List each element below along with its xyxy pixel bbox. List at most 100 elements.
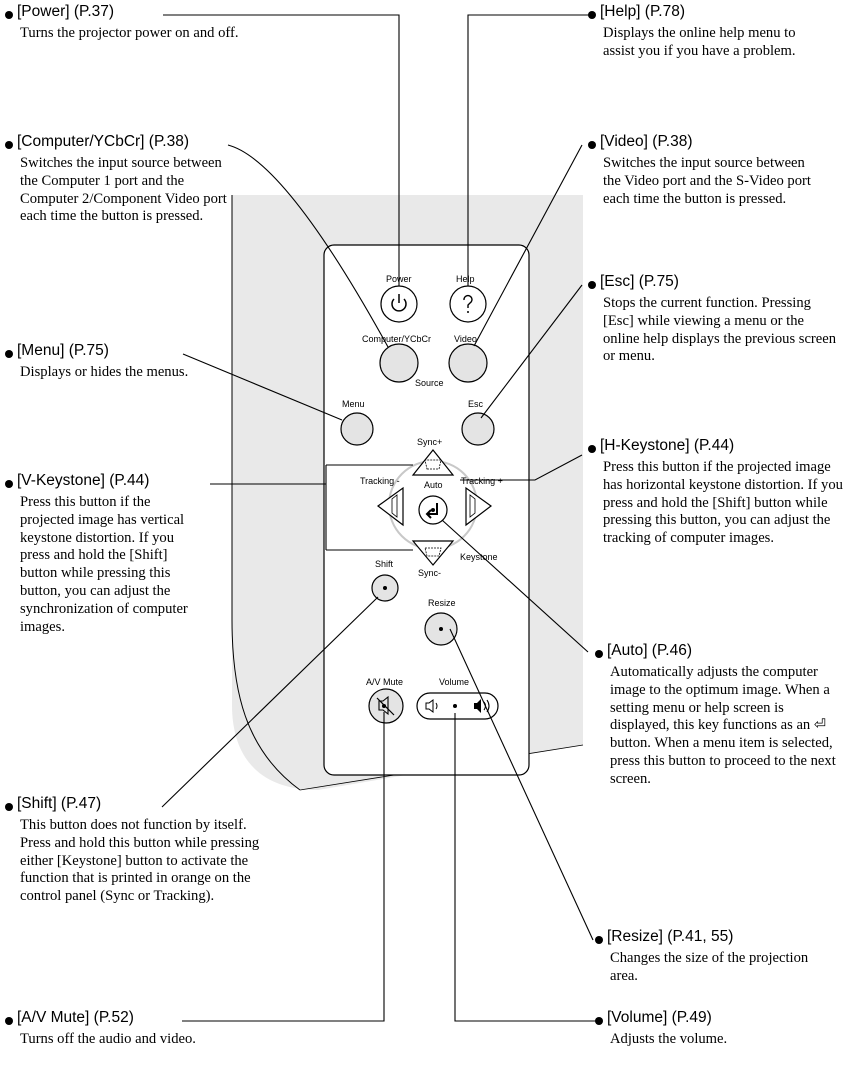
callout-video-title: [Video] (P.38) bbox=[600, 133, 693, 150]
bullet-dot bbox=[588, 281, 596, 289]
label-video: Video bbox=[454, 334, 477, 344]
callout-esc-desc: Stops the current function. Pressing [Es… bbox=[603, 295, 837, 365]
volume-down-icon bbox=[425, 699, 438, 713]
bullet-dot bbox=[5, 350, 13, 358]
callout-shift-desc: This button does not function by itself.… bbox=[20, 817, 260, 905]
callout-auto: [Auto] (P.46) Automatically adjusts the … bbox=[593, 642, 848, 789]
menu-button[interactable] bbox=[340, 412, 374, 446]
callout-resize-desc: Changes the size of the projection area. bbox=[610, 950, 809, 984]
callout-esc: [Esc] (P.75) Stops the current function.… bbox=[586, 273, 841, 366]
label-tracking-minus: Tracking - bbox=[360, 476, 400, 486]
bullet-dot bbox=[5, 803, 13, 811]
callout-power-desc: Turns the projector power on and off. bbox=[20, 25, 239, 41]
callout-help-desc: Displays the online help menu to assist … bbox=[603, 25, 796, 59]
label-esc: Esc bbox=[468, 399, 484, 409]
callout-avmute-desc: Turns off the audio and video. bbox=[20, 1031, 196, 1047]
leader-vkeystone-bracket bbox=[325, 464, 413, 551]
callout-computer-desc: Switches the input source between the Co… bbox=[20, 155, 227, 225]
label-keystone: Keystone bbox=[460, 552, 498, 562]
callout-av-mute: [A/V Mute] (P.52) Turns off the audio an… bbox=[3, 1009, 263, 1049]
bullet-dot bbox=[588, 141, 596, 149]
power-icon bbox=[391, 294, 407, 312]
callout-auto-title: [Auto] (P.46) bbox=[607, 642, 693, 659]
leader-esc bbox=[480, 284, 583, 419]
callout-computer-title: [Computer/YCbCr] (P.38) bbox=[17, 133, 189, 150]
label-tracking-plus: Tracking + bbox=[461, 476, 503, 486]
label-menu: Menu bbox=[342, 399, 365, 409]
leader-avmute bbox=[182, 712, 385, 1022]
callout-menu: [Menu] (P.75) Displays or hides the menu… bbox=[3, 342, 203, 382]
leader-menu bbox=[182, 353, 343, 421]
computer-ycbcr-button[interactable] bbox=[379, 343, 419, 383]
callout-hkey-title: [H-Keystone] (P.44) bbox=[600, 437, 735, 454]
label-av-mute: A/V Mute bbox=[366, 677, 404, 687]
callout-menu-title: [Menu] (P.75) bbox=[17, 342, 109, 359]
callout-video-desc: Switches the input source between the Vi… bbox=[603, 155, 811, 207]
bullet-dot bbox=[588, 11, 596, 19]
leader-auto bbox=[441, 519, 589, 653]
video-button[interactable] bbox=[448, 343, 488, 383]
callout-help: [Help] (P.78) Displays the online help m… bbox=[586, 3, 836, 61]
callout-vkey-desc: Press this button if the projected image… bbox=[20, 494, 188, 635]
callout-hkey-desc: Press this button if the projected image… bbox=[603, 459, 843, 547]
callout-auto-desc: Automatically adjusts the computer image… bbox=[610, 664, 836, 787]
bullet-dot bbox=[5, 480, 13, 488]
callout-volume-desc: Adjusts the volume. bbox=[610, 1031, 728, 1047]
bullet-dot bbox=[5, 11, 13, 19]
keystone-down-button[interactable] bbox=[411, 540, 455, 566]
leader-volume bbox=[454, 713, 599, 1022]
leader-resize bbox=[449, 628, 594, 941]
callout-volume-title: [Volume] (P.49) bbox=[607, 1009, 712, 1026]
keystone-up-button[interactable] bbox=[411, 449, 455, 476]
callout-esc-title: [Esc] (P.75) bbox=[600, 273, 679, 290]
callout-vkey-title: [V-Keystone] (P.44) bbox=[17, 472, 150, 489]
keystone-down-icon bbox=[424, 547, 442, 557]
label-resize: Resize bbox=[428, 598, 456, 608]
bullet-dot bbox=[595, 1017, 603, 1025]
volume-rocker[interactable] bbox=[416, 692, 499, 720]
keystone-right-icon bbox=[469, 494, 476, 518]
leader-help bbox=[467, 14, 594, 286]
callout-help-title: [Help] (P.78) bbox=[600, 3, 686, 20]
callout-shift: [Shift] (P.47) This button does not func… bbox=[3, 795, 263, 906]
callout-v-keystone: [V-Keystone] (P.44) Press this button if… bbox=[3, 472, 203, 636]
leader-computer bbox=[227, 144, 389, 348]
callout-computer-ycbcr: [Computer/YCbCr] (P.38) Switches the inp… bbox=[3, 133, 228, 226]
power-button[interactable] bbox=[380, 285, 418, 323]
callout-h-keystone: [H-Keystone] (P.44) Press this button if… bbox=[586, 437, 848, 548]
leader-power bbox=[163, 14, 400, 286]
bullet-dot bbox=[595, 936, 603, 944]
callout-video: [Video] (P.38) Switches the input source… bbox=[586, 133, 836, 208]
esc-button[interactable] bbox=[461, 412, 495, 446]
bullet-dot bbox=[5, 141, 13, 149]
label-volume: Volume bbox=[439, 677, 470, 687]
callout-menu-desc: Displays or hides the menus. bbox=[20, 364, 189, 380]
label-sync-minus: Sync- bbox=[418, 568, 442, 578]
label-sync-plus: Sync+ bbox=[417, 437, 443, 447]
callout-resize-title: [Resize] (P.41, 55) bbox=[607, 928, 734, 945]
callout-power-title: [Power] (P.37) bbox=[17, 3, 115, 20]
bullet-dot bbox=[595, 650, 603, 658]
label-power: Power bbox=[386, 274, 412, 284]
keystone-left-icon bbox=[391, 494, 398, 518]
bullet-dot bbox=[588, 445, 596, 453]
callout-shift-title: [Shift] (P.47) bbox=[17, 795, 102, 812]
enter-icon bbox=[425, 503, 438, 519]
keystone-up-icon bbox=[424, 459, 442, 470]
help-button[interactable] bbox=[449, 285, 487, 323]
callout-power: [Power] (P.37) Turns the projector power… bbox=[3, 3, 253, 43]
callout-avmute-title: [A/V Mute] (P.52) bbox=[17, 1009, 134, 1026]
label-auto: Auto bbox=[424, 480, 443, 490]
question-icon bbox=[463, 294, 473, 313]
label-help: Help bbox=[456, 274, 475, 284]
callout-volume: [Volume] (P.49) Adjusts the volume. bbox=[593, 1009, 848, 1049]
bullet-dot bbox=[5, 1017, 13, 1025]
leader-shift bbox=[161, 596, 379, 808]
label-shift: Shift bbox=[375, 559, 394, 569]
callout-resize: [Resize] (P.41, 55) Changes the size of … bbox=[593, 928, 848, 986]
leader-video bbox=[473, 144, 583, 347]
label-computer-ycbcr: Computer/YCbCr bbox=[362, 334, 432, 344]
label-source: Source bbox=[415, 378, 444, 388]
leader-hkeystone bbox=[460, 454, 583, 481]
